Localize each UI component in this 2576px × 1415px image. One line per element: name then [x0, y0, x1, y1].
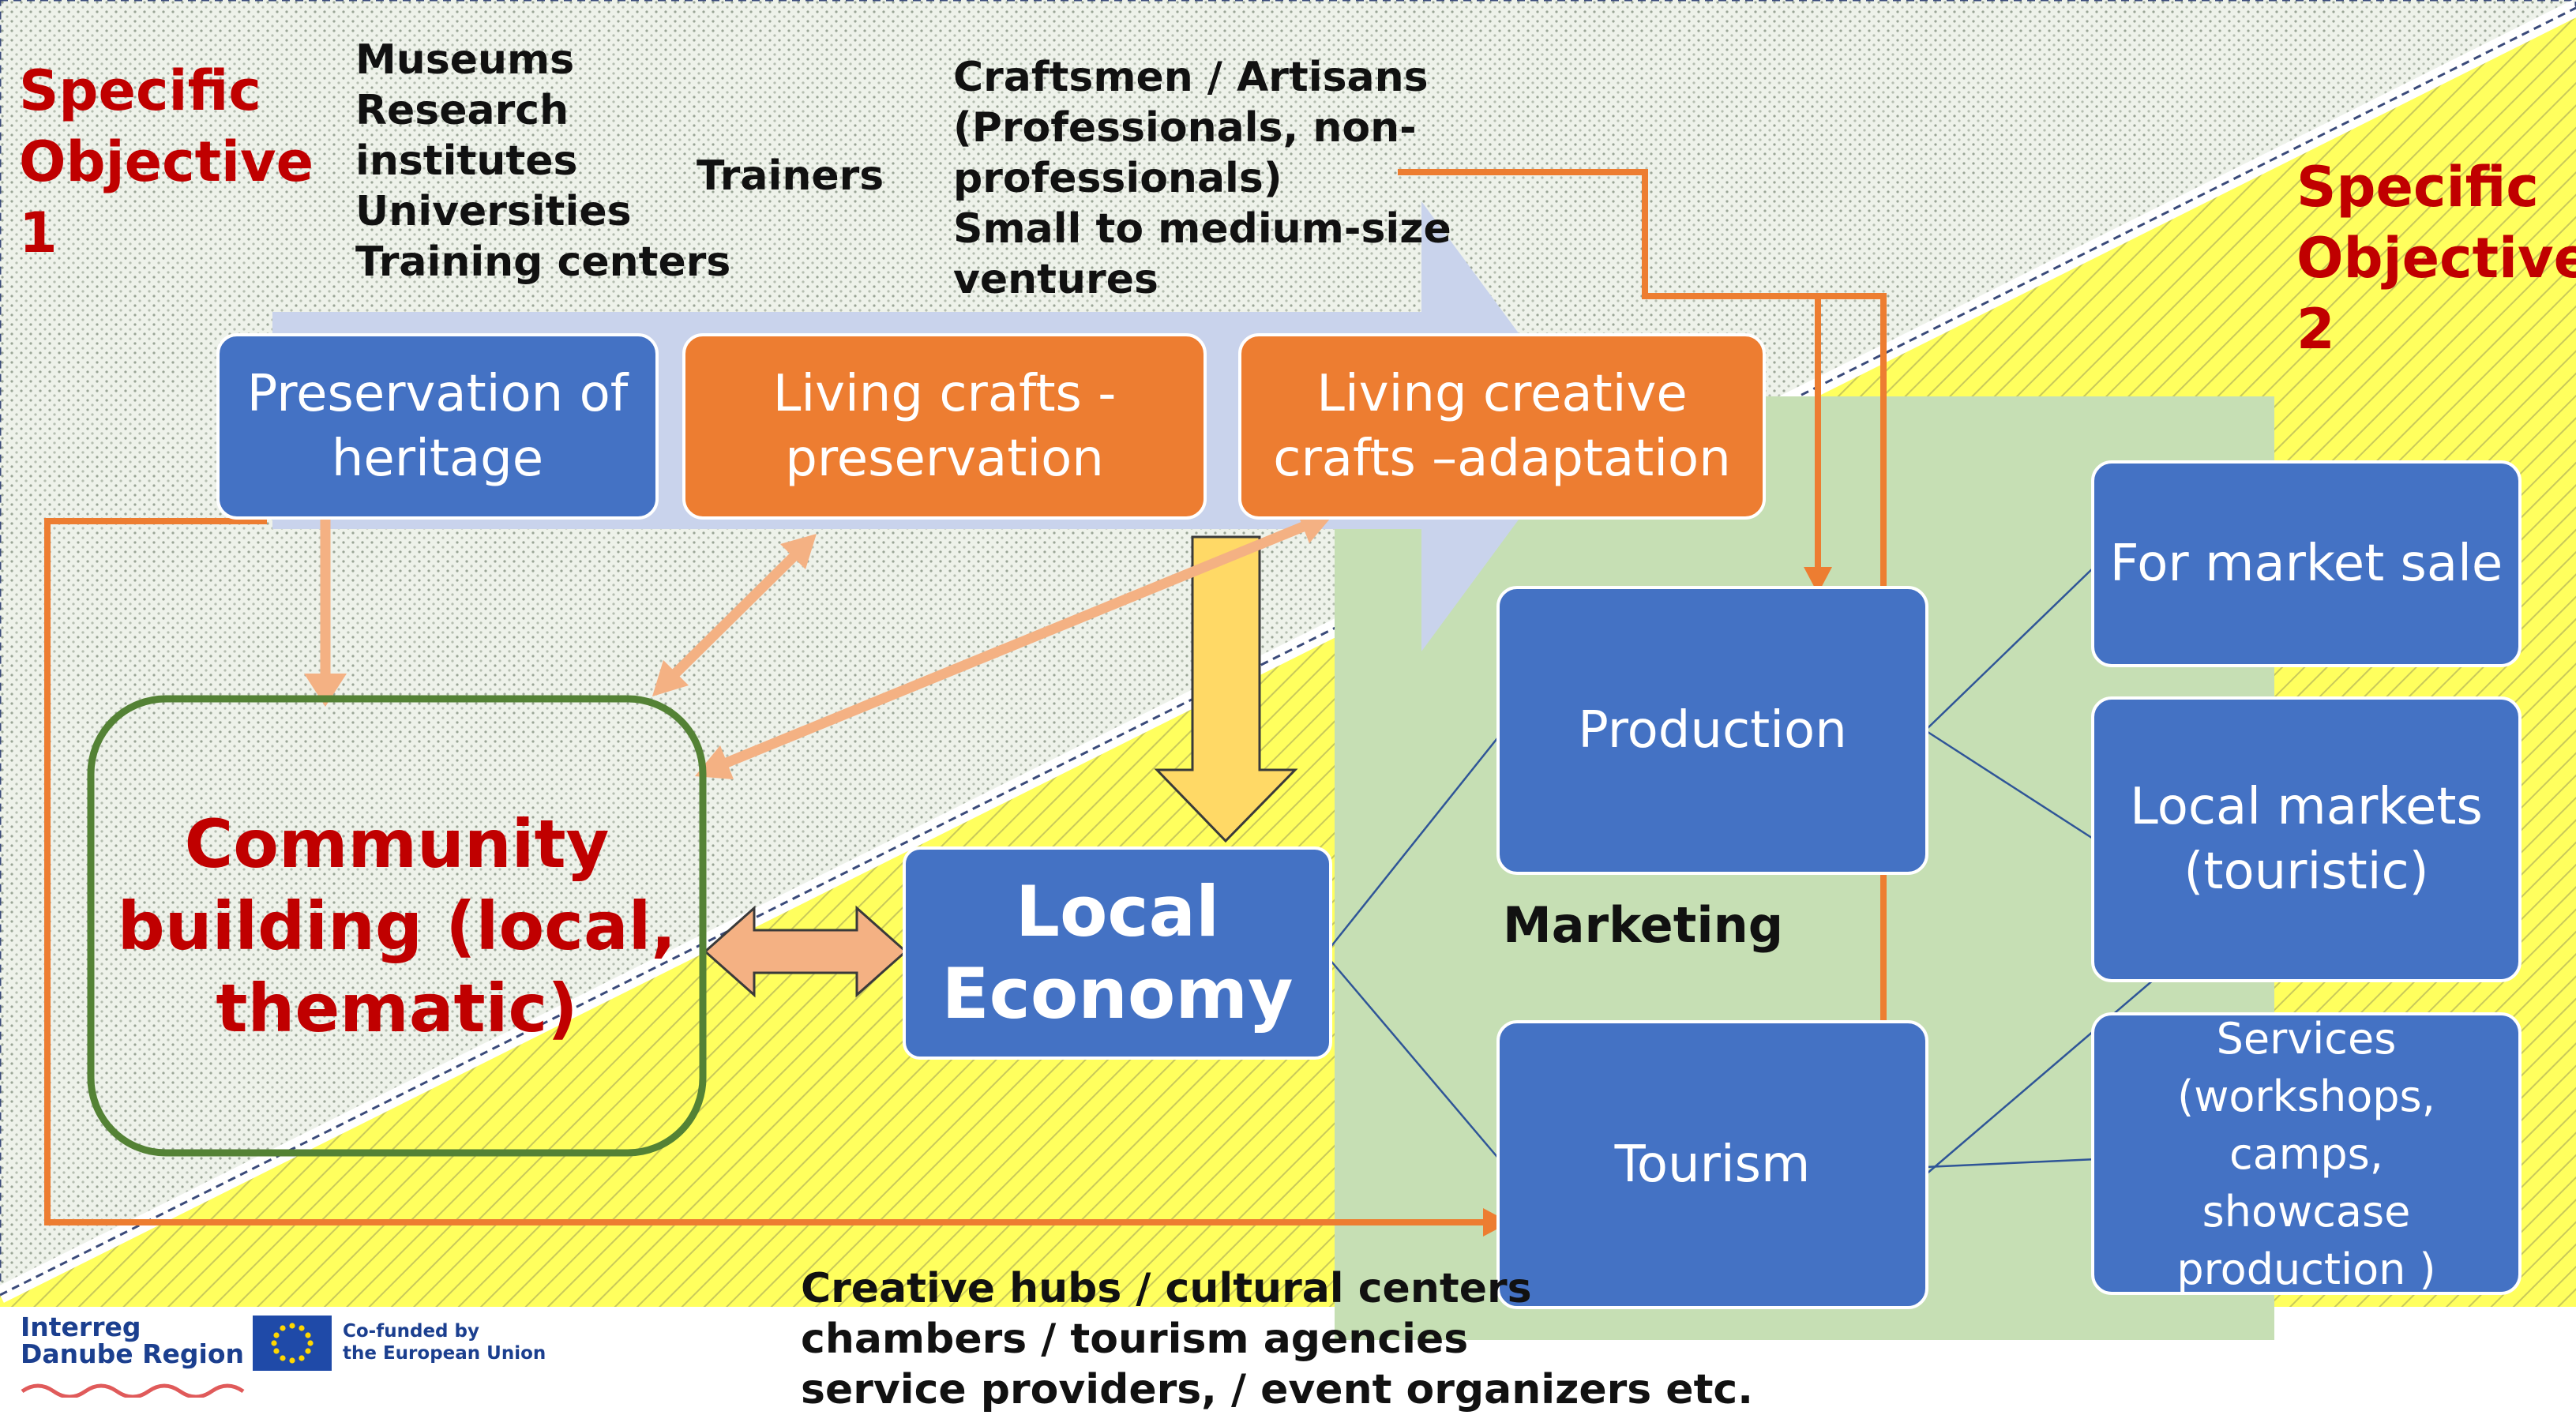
local-markets-line: (touristic) [2184, 843, 2429, 901]
danube-wave-icon [21, 1383, 245, 1398]
services-line: (workshops, camps, [2177, 1071, 2435, 1179]
interreg-line: Interreg [21, 1312, 141, 1342]
preservation-line: heritage [331, 430, 544, 488]
services-box: Services (workshops, camps, showcase pro… [2091, 1012, 2522, 1295]
services-line: Services [2216, 1013, 2397, 1064]
craftsmen-item: Craftsmen / Artisans [953, 54, 1429, 101]
community-line: Community [184, 805, 610, 883]
so1-line: Specific [19, 58, 261, 123]
community-box-frame [87, 695, 707, 1157]
preservation-line: Preservation of [246, 365, 629, 423]
down-arrow [1154, 535, 1298, 843]
services-line: showcase [2202, 1186, 2411, 1237]
marketing-label: Marketing [1503, 896, 1784, 954]
institution-item: Training centers [355, 238, 731, 286]
local-markets-box: Local markets (touristic) [2091, 696, 2522, 982]
so2-line: Specific [2296, 155, 2539, 220]
living-crafts-line: Living crafts - [772, 365, 1117, 423]
interreg-logo: Interreg Danube Region [21, 1314, 244, 1368]
institution-item: Research [355, 87, 569, 134]
support-item: service providers, / event organizers et… [801, 1366, 1754, 1413]
so1-line: 1 [19, 201, 58, 265]
craftsmen-item: professionals) [953, 155, 1282, 202]
interreg-line: Danube Region [21, 1338, 245, 1369]
so1-line: Objective [19, 129, 314, 194]
production-box: Production [1496, 586, 1928, 875]
tourism-box: Tourism [1496, 1020, 1928, 1309]
institution-item: Museums [355, 36, 575, 84]
institutions-list: Museums Research institutes Universities… [355, 35, 730, 287]
craftsmen-item: (Professionals, non- [953, 104, 1417, 152]
eu-cofunded-logo: Co-funded by the European Union [343, 1320, 546, 1364]
institution-item: Universities [355, 188, 632, 235]
institution-item: institutes [355, 137, 578, 185]
specific-objective-2: Specific Objective 2 [2296, 152, 2576, 365]
support-item: Creative hubs / cultural centers [801, 1265, 1532, 1312]
connector-lines [1327, 564, 2155, 1176]
services-line: production ) [2176, 1244, 2436, 1294]
so2-line: 2 [2296, 297, 2335, 362]
support-item: chambers / tourism agencies [801, 1316, 1469, 1363]
trainers-label: Trainers [697, 152, 884, 200]
craftsmen-list: Craftsmen / Artisans (Professionals, non… [953, 52, 1451, 305]
local-economy-box: Local Economy [903, 846, 1332, 1060]
creative-crafts-box: Living creative crafts –adaptation [1238, 333, 1766, 520]
living-crafts-box: Living crafts - preservation [682, 333, 1207, 520]
eu-line: the European Union [343, 1343, 546, 1364]
local-economy-line: Local [1015, 871, 1220, 952]
craftsmen-item: Small to medium-size [953, 205, 1451, 253]
craftsmen-item: ventures [953, 256, 1158, 303]
community-line: building (local, [117, 887, 677, 965]
so2-line: Objective [2296, 226, 2576, 291]
eu-flag-icon [253, 1316, 332, 1371]
community-line: thematic) [216, 969, 578, 1047]
eu-line: Co-funded by [343, 1321, 479, 1342]
specific-objective-1: Specific Objective 1 [19, 55, 314, 268]
preservation-box: Preservation of heritage [216, 333, 659, 520]
creative-crafts-line: crafts –adaptation [1273, 430, 1731, 488]
living-crafts-line: preservation [785, 430, 1104, 488]
market-sale-box: For market sale [2091, 460, 2522, 667]
creative-crafts-line: Living creative [1316, 365, 1688, 423]
support-actors-list: Creative hubs / cultural centers chamber… [801, 1263, 1753, 1415]
local-economy-line: Economy [941, 953, 1294, 1034]
community-box: Community building (local, thematic) [95, 703, 699, 1149]
community-links [320, 486, 1312, 771]
local-markets-line: Local markets [2130, 778, 2483, 836]
